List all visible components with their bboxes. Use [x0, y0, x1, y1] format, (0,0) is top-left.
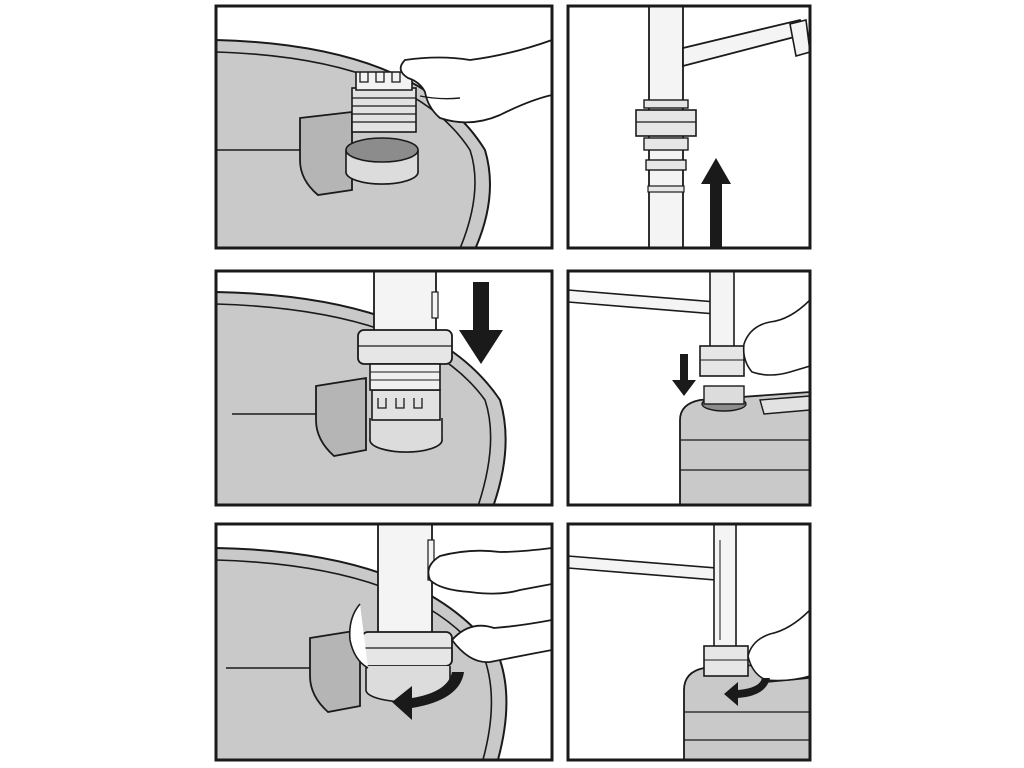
panel-3: [216, 271, 552, 505]
drum-scoop: [315, 376, 367, 457]
panel-4: [568, 271, 810, 505]
union-nut: [699, 345, 745, 377]
drum-scoop: [299, 110, 353, 196]
hand-icon: [427, 547, 552, 595]
hand-icon: [742, 298, 810, 376]
panel-6: [568, 524, 810, 760]
canister: [683, 661, 810, 760]
drum-rim: [216, 303, 492, 505]
hand-icon: [399, 39, 552, 124]
panel-2: [568, 6, 810, 248]
arrow-down-icon: [459, 282, 503, 364]
union-nut: [361, 631, 453, 703]
union-nut: [703, 645, 749, 677]
pump-tube: [377, 524, 433, 645]
drum-scoop: [309, 628, 361, 713]
drum-rim: [216, 51, 476, 248]
thread-adapter: [371, 389, 441, 421]
pump-tube: [713, 524, 737, 655]
rotate-arrow-icon: [392, 672, 464, 720]
rotate-arrow-icon: [724, 678, 770, 706]
canister: [679, 391, 810, 505]
union-nut: [635, 99, 697, 193]
arrow-up-icon: [701, 158, 731, 248]
hand-icon: [747, 608, 810, 682]
union-nut: [357, 329, 453, 391]
hand-icon: [450, 619, 552, 663]
arrow-down-icon: [672, 354, 696, 396]
panel-5: [216, 524, 552, 760]
panel-1: [216, 6, 552, 248]
thread-adapter: [351, 71, 417, 133]
